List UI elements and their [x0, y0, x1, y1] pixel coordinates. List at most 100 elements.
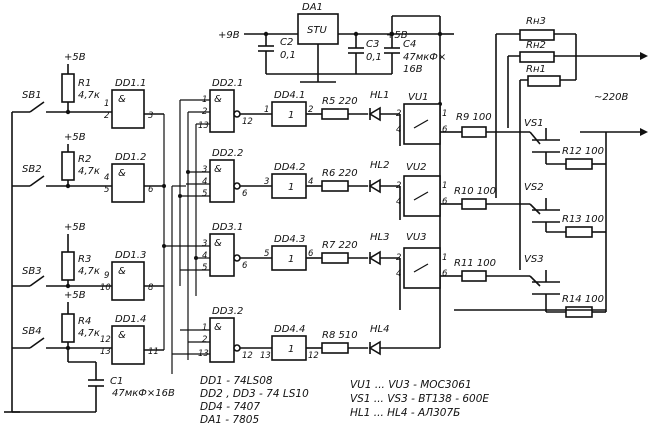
svg-text:1: 1 — [288, 254, 294, 265]
svg-text:R14 100: R14 100 — [562, 294, 604, 305]
svg-text:2: 2 — [396, 181, 401, 191]
svg-text:5: 5 — [104, 185, 109, 195]
svg-text:9: 9 — [104, 271, 109, 281]
svg-text:R8 510: R8 510 — [322, 330, 358, 341]
gate-dd2-2: DD2.2 & 3 4 5 6 — [180, 148, 248, 203]
c1-value: 47мкФ×16В — [112, 388, 175, 399]
c2-ref: C2 — [280, 37, 293, 48]
svg-text:R6 220: R6 220 — [322, 168, 358, 179]
svg-text:1: 1 — [288, 182, 294, 193]
svg-text:DD4.3: DD4.3 — [274, 234, 305, 245]
svg-text:1: 1 — [202, 323, 207, 333]
input-channel-2: +5B R2 4,7к SB2 — [12, 132, 112, 189]
output-row-2: DD4.2 1 3 4 R6 220 HL2 — [240, 160, 400, 199]
svg-text:DD1 - 74LS08: DD1 - 74LS08 — [200, 375, 273, 387]
svg-text:1: 1 — [442, 109, 447, 119]
legend-left: DD1 - 74LS08 DD2 , DD3 - 74 LS10 DD4 - 7… — [200, 375, 309, 426]
svg-text:6: 6 — [242, 189, 248, 199]
triac-stage-3: R11 100 VS3 R14 100 — [454, 254, 606, 318]
svg-text:&: & — [214, 94, 222, 105]
svg-text:&: & — [214, 238, 222, 249]
svg-text:VU1 ... VU3 - MOC3061: VU1 ... VU3 - MOC3061 — [350, 379, 472, 391]
svg-text:2: 2 — [396, 253, 401, 263]
svg-text:DD2.2: DD2.2 — [212, 148, 243, 159]
svg-text:4: 4 — [202, 177, 207, 187]
svg-text:&: & — [118, 168, 126, 179]
svg-text:VU2: VU2 — [406, 162, 427, 173]
svg-text:DD4.4: DD4.4 — [274, 324, 305, 335]
r2-value: 4,7к — [78, 166, 100, 177]
svg-text:2: 2 — [202, 335, 207, 345]
svg-text:R13 100: R13 100 — [562, 214, 604, 225]
resistor-r4 — [61, 313, 75, 343]
svg-text:&: & — [214, 322, 222, 333]
svg-text:12: 12 — [308, 351, 319, 361]
resistor-r2 — [61, 151, 75, 181]
svg-text:HL1: HL1 — [370, 90, 389, 101]
svg-text:2: 2 — [308, 105, 313, 115]
svg-text:VS1: VS1 — [524, 118, 544, 129]
svg-text:R9 100: R9 100 — [456, 112, 492, 123]
svg-text:HL4: HL4 — [370, 324, 389, 335]
svg-text:5: 5 — [264, 249, 269, 259]
c3-ref: C3 — [366, 39, 379, 50]
gate-dd3-2: DD3.2 & 1 2 13 12 — [172, 306, 253, 363]
triac-stage-1: R9 100 VS1 R12 100 — [454, 112, 606, 170]
c1-ref: C1 — [110, 376, 123, 387]
svg-text:+5B: +5B — [64, 222, 86, 233]
input-channel-1: +5B R1 4,7к SB1 — [12, 52, 112, 115]
svg-text:2: 2 — [104, 111, 109, 121]
power-supply: +9B C2 0,1 DA1 STU +5B C3 0,1 — [218, 2, 454, 83]
svg-text:4: 4 — [396, 197, 401, 207]
c4-value2: 16В — [403, 64, 423, 75]
svg-text:&: & — [214, 164, 222, 175]
svg-text:6: 6 — [308, 249, 314, 259]
svg-text:&: & — [118, 94, 126, 105]
svg-text:6: 6 — [148, 185, 154, 195]
svg-text:4: 4 — [308, 177, 313, 187]
triac-stage-2: R10 100 VS2 R13 100 — [454, 182, 606, 238]
opto-vu2: VU2 2 4 1 6 — [396, 162, 454, 220]
svg-text:VS2: VS2 — [524, 182, 544, 193]
supply-label: +5B — [64, 52, 86, 63]
svg-text:VS3: VS3 — [524, 254, 544, 265]
svg-text:1: 1 — [288, 110, 294, 121]
svg-text:1: 1 — [442, 253, 447, 263]
resistor-r3 — [61, 251, 75, 281]
svg-text:3: 3 — [202, 239, 207, 249]
svg-text:12: 12 — [100, 335, 111, 345]
r2-ref: R2 — [78, 154, 91, 165]
c4-value1: 47мкФ× — [403, 52, 446, 63]
r1-ref: R1 — [78, 78, 91, 89]
resistor-r1 — [61, 73, 75, 103]
svg-text:6: 6 — [442, 269, 448, 279]
svg-text:R7 220: R7 220 — [322, 240, 358, 251]
output-row-1: DD4.1 1 1 2 R5 220 HL1 — [240, 90, 400, 127]
svg-text:1: 1 — [442, 181, 447, 191]
svg-text:R11 100: R11 100 — [454, 258, 496, 269]
svg-text:10: 10 — [100, 283, 111, 293]
svg-text:+5B: +5B — [64, 132, 86, 143]
svg-text:1: 1 — [264, 105, 269, 115]
svg-text:DD3.1: DD3.1 — [212, 222, 243, 233]
svg-text:6: 6 — [442, 125, 448, 135]
c4-ref: C4 — [403, 39, 416, 50]
svg-text:VS1 ... VS3 - BT138 - 600E: VS1 ... VS3 - BT138 - 600E — [350, 393, 489, 405]
legend-right: VU1 ... VU3 - MOC3061 VS1 ... VS3 - BT13… — [350, 379, 489, 419]
svg-text:HL2: HL2 — [370, 160, 389, 171]
switch-sb2: SB2 — [22, 164, 42, 175]
input-channel-3: +5B R3 4,7к SB3 — [12, 222, 112, 289]
svg-text:4: 4 — [396, 269, 401, 279]
opto-vu3: VU3 2 4 1 6 — [396, 232, 454, 310]
svg-text:R10 100: R10 100 — [454, 186, 496, 197]
mains-label: ~220В — [594, 92, 628, 103]
regulator-da1 — [297, 13, 339, 45]
logic-bus — [162, 100, 198, 374]
svg-text:+5B: +5B — [64, 290, 86, 301]
svg-text:1: 1 — [288, 344, 294, 355]
svg-text:DD1.1: DD1.1 — [115, 78, 146, 89]
svg-text:&: & — [118, 330, 126, 341]
gate-dd1-1: DD1.1 & 1 2 3 — [104, 78, 164, 129]
loads: Rн3 Rн2 Rн1 ~220В — [495, 16, 648, 270]
